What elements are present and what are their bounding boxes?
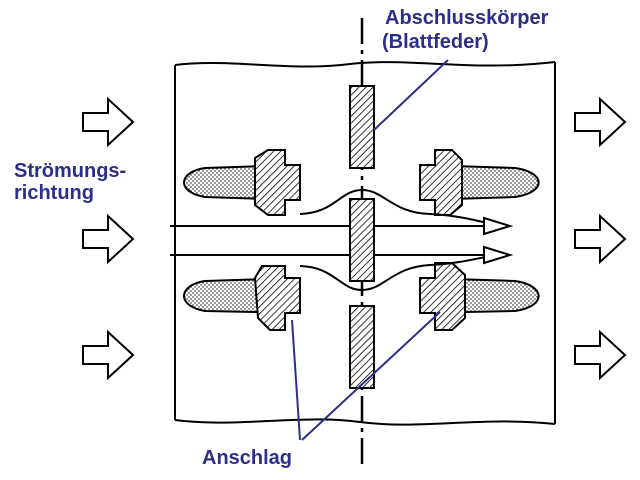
stop-block-upper-left	[254, 149, 301, 216]
flow-arrow-icon-left-bottom	[82, 329, 135, 381]
stop-upper-left	[183, 149, 301, 216]
flow-line-arrowhead-upper	[483, 216, 514, 236]
pipe-bottom-edge	[174, 418, 556, 426]
label-stop: Anschlag	[202, 447, 293, 469]
flow-arrow-icon-right-top	[574, 96, 627, 148]
flow-channel-upper	[299, 188, 496, 226]
stop-lower-right	[419, 262, 540, 331]
stop-upper-right	[419, 149, 540, 216]
pipe-section	[174, 61, 556, 426]
pipe-top-edge	[174, 61, 556, 68]
stop-block-upper-right	[419, 149, 463, 216]
flow-arrow-icon-right-bottom	[574, 329, 627, 381]
label-closure-leaf-spring: (Blattfeder)	[382, 31, 489, 53]
label-closure-body: Abschlusskörper	[385, 7, 549, 29]
label-flow-direction-line2: richtung	[14, 182, 94, 204]
stop-lower-left	[183, 265, 301, 331]
leader-line-closure	[373, 59, 449, 131]
flow-line-upper	[170, 216, 514, 236]
stop-block-lower-left	[253, 265, 301, 331]
flow-channel-lower	[299, 254, 496, 292]
flow-arrow-icon-left-top	[82, 96, 135, 148]
label-flow-direction-line1: Strömungs-	[14, 160, 127, 182]
leaf-spring-middle	[349, 198, 375, 282]
leaf-spring-upper	[349, 85, 375, 169]
leader-line-stop-right	[301, 311, 441, 441]
leaf-spring-lower	[349, 305, 375, 389]
stop-block-lower-right	[419, 262, 466, 331]
flow-line-lower	[170, 245, 514, 265]
flow-arrow-icon-left-middle	[82, 213, 135, 265]
flow-line-arrowhead-lower	[483, 245, 514, 265]
flow-arrow-icon-right-middle	[574, 213, 627, 265]
leader-line-stop-left	[291, 319, 301, 441]
